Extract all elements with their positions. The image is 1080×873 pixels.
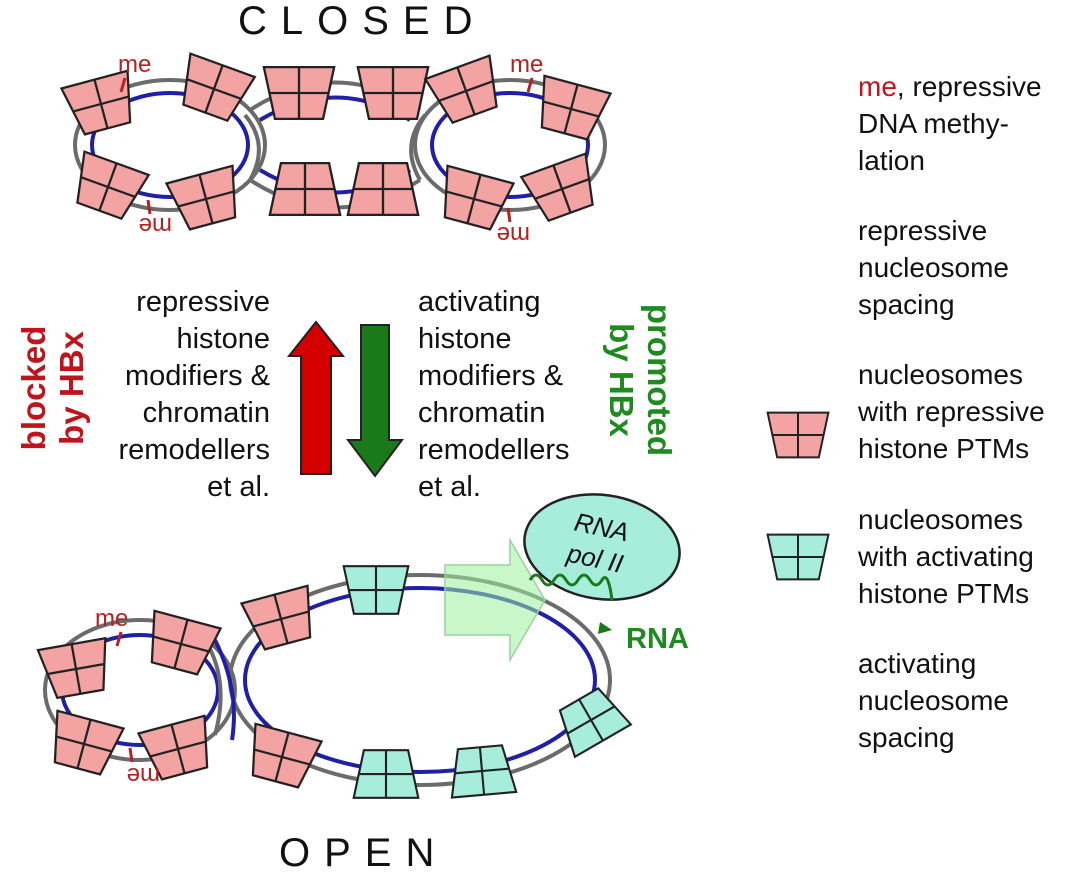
nucleosome-activating: [549, 682, 633, 758]
transcription-direction-arrow: [444, 537, 546, 663]
activating-modifiers-text: activating histone modifiers & chromatin…: [418, 286, 570, 503]
legend-line: with activating: [857, 541, 1034, 572]
legend-line: with repressive: [857, 396, 1045, 427]
right-text-line: chromatin: [418, 397, 545, 429]
blocked-line-2: by HBx: [53, 331, 90, 445]
left-text-line: remodellers: [119, 434, 271, 466]
legend-line: DNA methy-: [858, 108, 1009, 139]
closed-chromatin: me me me me: [60, 51, 612, 248]
down-arrow: [346, 324, 404, 478]
legend-activating-nucleosome: nucleosomes with activating histone PTMs: [766, 504, 1034, 609]
nucleosome-repressive: [356, 65, 430, 121]
me-label: me: [95, 605, 128, 632]
left-text-line: histone: [176, 323, 270, 355]
nucleosome-repressive: [346, 161, 420, 217]
rna-label: RNA: [626, 623, 689, 655]
rna-polymerase: RNA pol II RNA: [523, 493, 689, 655]
nucleosome-repressive: [424, 54, 508, 128]
nucleosome-activating: [446, 743, 518, 799]
rna-pol-ii-blob: [523, 493, 681, 601]
promoted-line-2: by HBx: [603, 323, 640, 437]
me-label: me: [497, 221, 530, 248]
rna-arrowhead: [598, 622, 612, 634]
legend-line: histone PTMs: [858, 578, 1029, 609]
right-text-line: remodellers: [418, 434, 570, 466]
nucleosome-repressive: [240, 584, 322, 654]
open-chromatin: me me RNA pol II RNA: [36, 493, 689, 799]
right-text-line: activating: [418, 286, 541, 318]
legend-line: activating: [858, 648, 976, 679]
left-text-line: chromatin: [143, 397, 270, 429]
closed-methylation-marks: me me me me: [118, 51, 543, 248]
legend-nucleosome-repressive-icon: [766, 411, 830, 459]
open-methylation-marks: me me: [95, 605, 160, 789]
legend-line: repressive: [858, 215, 987, 246]
nucleosome-repressive: [140, 609, 222, 679]
blocked-line-1: blocked: [15, 326, 52, 451]
left-text-line: repressive: [136, 286, 270, 318]
nucleosome-repressive: [262, 65, 336, 121]
up-arrow: [286, 320, 346, 475]
legend-repressive-spacing: repressive nucleosome spacing: [858, 215, 1009, 320]
blocked-by-hbx-label: blocked by HBx: [15, 326, 90, 451]
legend-methylation: me, repressive DNA methy- lation: [858, 71, 1042, 176]
right-text-line: et al.: [418, 471, 481, 503]
legend-activating-spacing: activating nucleosome spacing: [858, 648, 1009, 753]
nucleosome-repressive: [268, 161, 342, 217]
nucleosome-repressive: [172, 52, 256, 126]
legend-me-rest: , repressive: [897, 71, 1042, 102]
nucleosome-repressive: [60, 69, 142, 139]
me-label: me: [127, 762, 160, 789]
rna-transcript: [528, 573, 614, 601]
open-title: OPEN: [279, 831, 448, 868]
nucleosome-repressive: [520, 152, 604, 226]
left-text-line: et al.: [207, 471, 270, 503]
nucleosome-repressive: [165, 164, 247, 234]
closed-title: CLOSED: [238, 0, 487, 43]
me-label: me: [118, 51, 151, 78]
legend: me, repressive DNA methy- lation repress…: [766, 71, 1045, 753]
nucleosome-repressive: [36, 637, 116, 701]
me-label: me: [139, 212, 172, 239]
nucleosome-repressive: [241, 722, 323, 792]
left-text-line: modifiers &: [125, 360, 270, 392]
nucleosome-activating: [342, 565, 410, 615]
legend-line: histone PTMs: [858, 433, 1029, 464]
legend-line: spacing: [858, 722, 955, 753]
legend-nucleosome-activating-icon: [766, 533, 830, 581]
legend-line: nucleosomes: [858, 359, 1023, 390]
nucleosome-repressive: [530, 74, 612, 144]
right-text-line: histone: [418, 323, 512, 355]
legend-line: spacing: [858, 289, 955, 320]
legend-line: nucleosomes: [858, 504, 1023, 535]
nucleosome-activating: [352, 749, 420, 799]
legend-line: nucleosome: [858, 685, 1009, 716]
legend-line: nucleosome: [858, 252, 1009, 283]
promoted-line-1: promoted: [641, 304, 678, 456]
svg-text:me, repressive: me, repressive: [858, 71, 1042, 102]
legend-me-word: me: [858, 71, 897, 102]
legend-line: lation: [858, 145, 925, 176]
me-label: me: [510, 51, 543, 78]
repressive-modifiers-text: repressive histone modifiers & chromatin…: [119, 286, 271, 503]
promoted-by-hbx-label: promoted by HBx: [603, 304, 678, 456]
legend-repressive-nucleosome: nucleosomes with repressive histone PTMs: [766, 359, 1045, 464]
right-text-line: modifiers &: [418, 360, 563, 392]
nucleosome-repressive: [43, 709, 125, 779]
